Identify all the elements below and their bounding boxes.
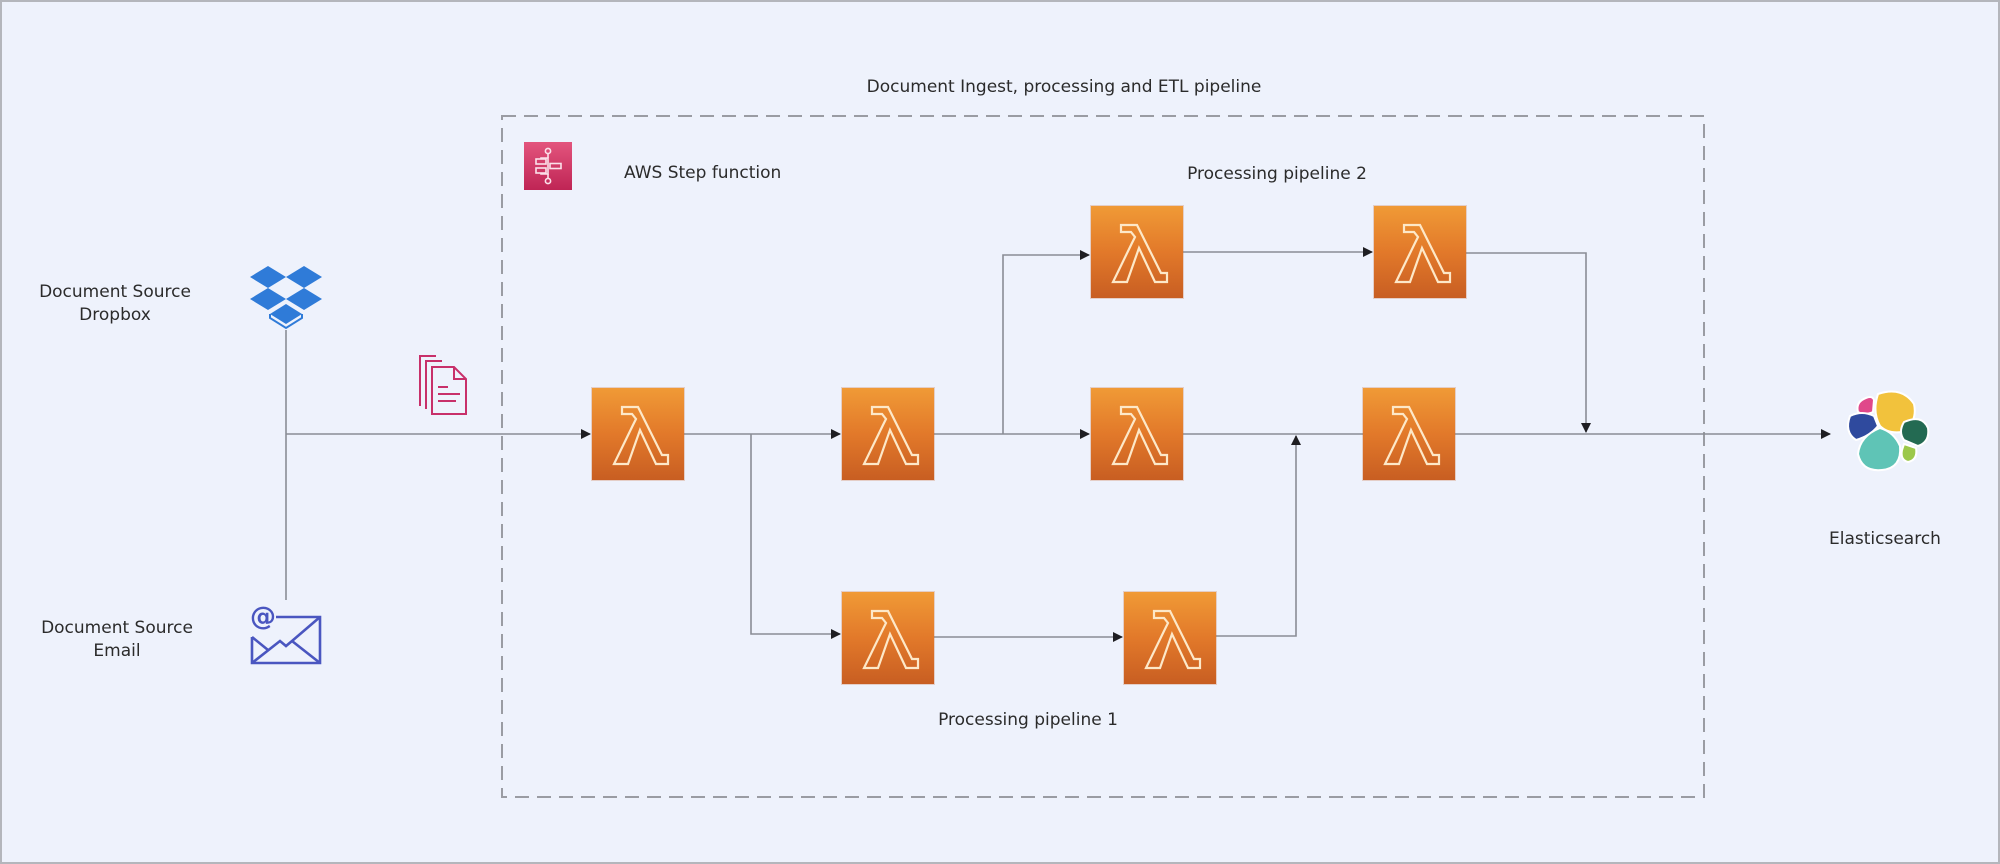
dropbox-source-label: Document Source Dropbox: [39, 281, 191, 327]
wire-p2-to-merge: [1466, 252, 1591, 433]
elasticsearch-label: Elasticsearch: [1829, 529, 1941, 549]
pipeline2-label: Processing pipeline 2: [1187, 164, 1367, 184]
lambda-icon: [862, 609, 920, 670]
pipeline-title: Document Ingest, processing and ETL pipe…: [866, 77, 1262, 97]
elasticsearch-icon[interactable]: [1842, 388, 1932, 478]
lambda-icon: [1383, 405, 1441, 466]
step-functions-icon: [535, 147, 562, 185]
pipeline1-label: Processing pipeline 1: [938, 710, 1118, 730]
lambda-icon: [1394, 223, 1452, 284]
lambda-loader[interactable]: [1363, 388, 1455, 480]
lambda-pipeline2-step1[interactable]: [1091, 206, 1183, 298]
email-icon[interactable]: @: [248, 601, 324, 667]
documents-icon: [419, 355, 467, 415]
lambda-icon: [1111, 405, 1169, 466]
lambda-icon: [1111, 223, 1169, 284]
email-label-line1: Document Source: [41, 618, 193, 638]
email-source-label: Document Source Email: [41, 617, 193, 663]
lambda-main-step[interactable]: [1091, 388, 1183, 480]
lambda-ingest[interactable]: [592, 388, 684, 480]
lambda-icon: [862, 405, 920, 466]
lambda-icon: [612, 405, 670, 466]
dropbox-label-line2: Dropbox: [79, 305, 151, 325]
svg-text:@: @: [250, 602, 276, 632]
dropbox-icon[interactable]: [250, 264, 322, 330]
lambda-pipeline2-step2[interactable]: [1374, 206, 1466, 298]
step-functions-label: AWS Step function: [624, 163, 782, 183]
pipeline-group-boundary: [501, 115, 1705, 798]
wire-to-pipeline2: [1002, 250, 1090, 434]
wire-to-pipeline1: [750, 434, 841, 639]
lambda-pipeline1-step2[interactable]: [1124, 592, 1216, 684]
wire-p1-to-merge: [1216, 435, 1301, 637]
lambda-icon: [1144, 609, 1202, 670]
step-functions-tile[interactable]: [524, 142, 572, 190]
email-label-line2: Email: [93, 641, 141, 661]
lambda-router[interactable]: [842, 388, 934, 480]
dropbox-label-line1: Document Source: [39, 282, 191, 302]
lambda-pipeline1-step1[interactable]: [842, 592, 934, 684]
